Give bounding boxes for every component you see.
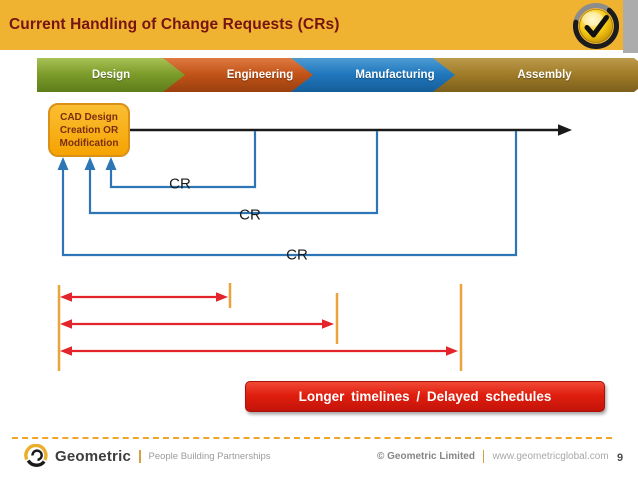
footer-website: www.geometricglobal.com: [492, 451, 609, 462]
cr-label-2: CR: [239, 206, 261, 224]
process-step-label: Manufacturing: [355, 69, 435, 81]
footer-brand: Geometric: [55, 447, 131, 465]
footer-left: Geometric People Building Partnerships: [24, 444, 271, 468]
timeline-arrow-2-left-head: [60, 319, 72, 329]
cr-loop-3-line: [61, 131, 518, 257]
header-gray-strip: [623, 0, 638, 53]
checkmark-logo-icon: [573, 3, 619, 49]
process-step-label: Assembly: [517, 69, 572, 81]
conclusion-banner: Longer timelines / Delayed schedules: [245, 381, 605, 412]
cr-loop-2-arrowhead: [84, 157, 96, 170]
process-step-label: Engineering: [226, 69, 294, 81]
footer-divider: [12, 437, 612, 439]
main-flow-arrowhead: [558, 124, 572, 136]
slide-header: Current Handling of Change Requests (CRs…: [0, 0, 623, 50]
footer-right: © Geometric Limited www.geometricglobal.…: [377, 450, 609, 463]
page-number: 9: [617, 452, 624, 464]
cr-loop-2-line: [88, 131, 379, 215]
footer-separator: [482, 450, 485, 463]
timeline-arrow-3-left-head: [60, 346, 72, 356]
cr-label-3: CR: [286, 246, 308, 264]
cad-design-box-text: CAD Design Creation OR Modification: [59, 111, 119, 149]
process-step-assembly: Assembly: [433, 58, 638, 92]
timeline-arrow-2-right-head: [322, 319, 334, 329]
cr-loop-1-arrowhead: [105, 157, 117, 170]
geometric-logo-icon: [24, 444, 48, 467]
slide-title: Current Handling of Change Requests (CRs…: [9, 16, 340, 33]
process-step-label: Design: [91, 69, 131, 81]
cr-loop-3-arrowhead: [57, 157, 69, 170]
cr-label-1: CR: [169, 175, 191, 193]
cad-design-box: CAD Design Creation OR Modification: [48, 103, 130, 157]
footer-copyright: © Geometric Limited: [377, 451, 475, 462]
conclusion-banner-text: Longer timelines / Delayed schedules: [298, 389, 552, 404]
footer-separator: [139, 449, 141, 463]
footer-tagline: People Building Partnerships: [148, 450, 271, 462]
timeline-arrow-1-left-head: [60, 292, 72, 302]
timeline-arrow-1-right-head: [216, 292, 228, 302]
timeline-arrow-3-right-head: [446, 346, 458, 356]
